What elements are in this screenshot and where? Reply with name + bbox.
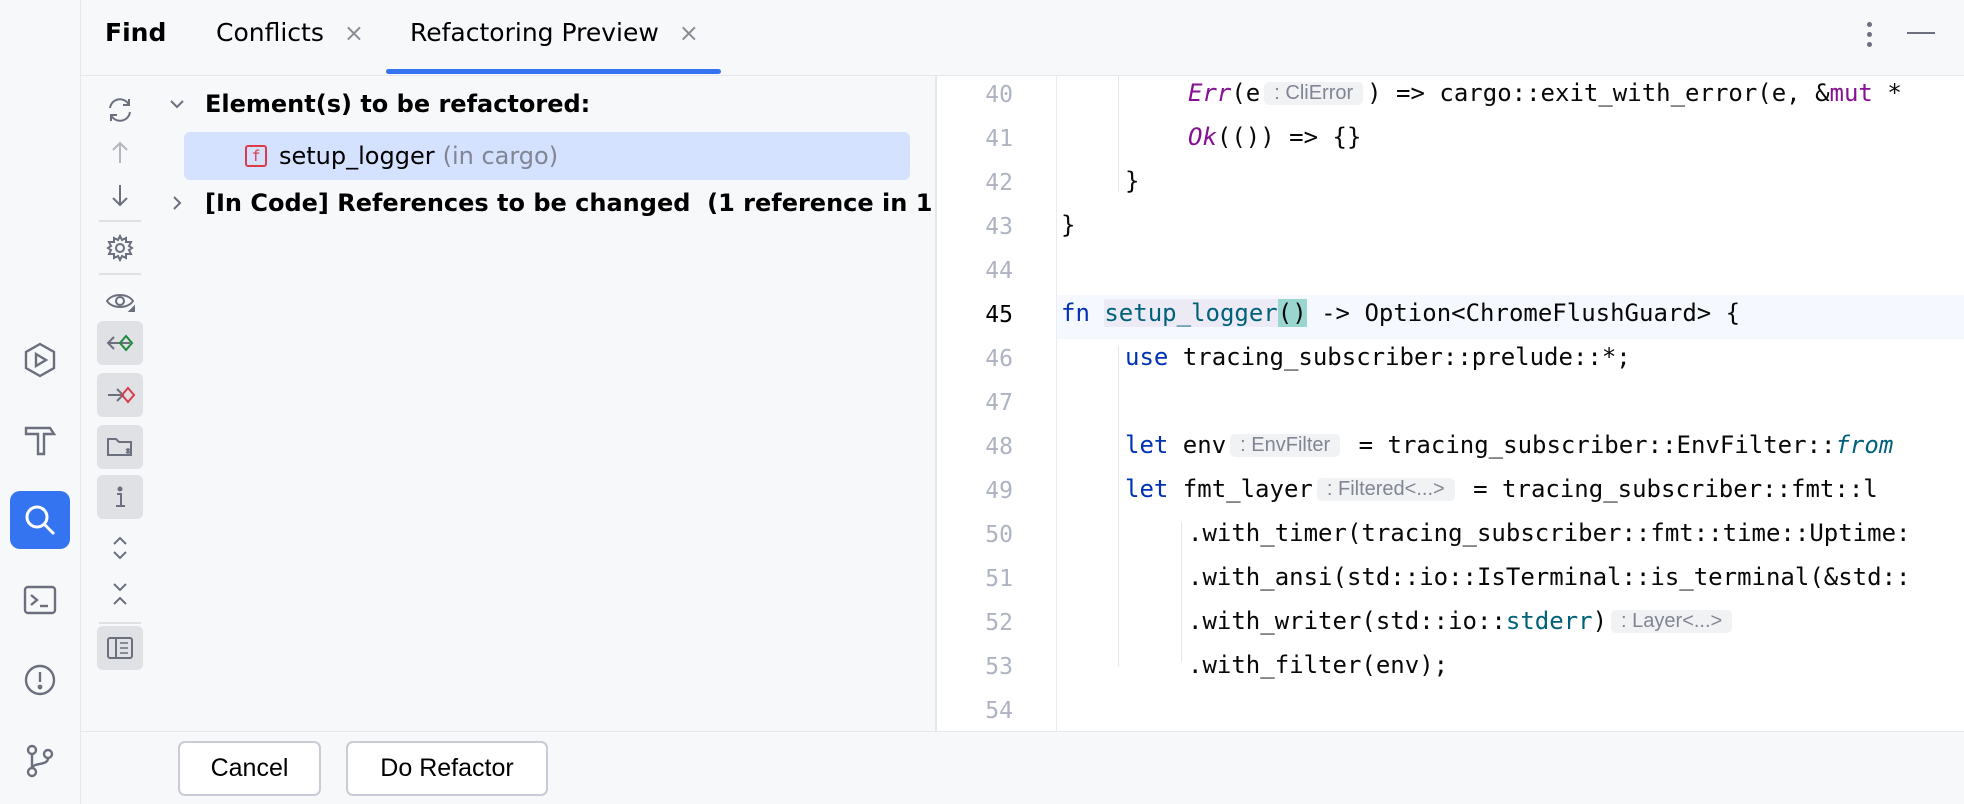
element-name: setup_logger	[279, 142, 435, 170]
rerun-icon[interactable]	[97, 88, 143, 132]
line-number-gutter	[937, 76, 1057, 731]
function-icon: f	[245, 145, 267, 167]
line-number: 48	[985, 434, 1013, 460]
selected-row-highlight	[184, 132, 910, 180]
show-write-access-icon[interactable]	[97, 373, 143, 417]
terminal-icon[interactable]	[10, 571, 70, 629]
tree-node-setup-logger[interactable]: f setup_logger (in cargo)	[245, 133, 558, 179]
code-line: .with_filter(env);	[1188, 651, 1449, 679]
code-line: use tracing_subscriber::prelude::*;	[1125, 343, 1631, 371]
line-number: 52	[985, 610, 1013, 636]
code-line: }	[1061, 211, 1076, 239]
find-title: Find	[105, 18, 167, 47]
activity-bar	[0, 0, 81, 804]
inlay-hint: : Layer<...>	[1611, 610, 1733, 633]
code-line: let env: EnvFilter = tracing_subscriber:…	[1125, 431, 1894, 459]
build-hammer-icon[interactable]	[10, 411, 70, 469]
chevron-right-icon[interactable]	[167, 193, 187, 213]
expand-all-icon[interactable]	[97, 526, 143, 570]
indent-guide	[1118, 346, 1119, 666]
line-number: 53	[985, 654, 1013, 680]
code-line: Err(e: CliError) => cargo::exit_with_err…	[1188, 79, 1902, 107]
previous-occurrence-icon[interactable]	[97, 131, 143, 175]
line-number: 49	[985, 478, 1013, 504]
git-icon[interactable]	[10, 731, 70, 789]
code-line: .with_ansi(std::io::IsTerminal::is_termi…	[1188, 563, 1911, 591]
code-line: let fmt_layer: Filtered<...> = tracing_s…	[1125, 475, 1878, 503]
line-number: 41	[985, 126, 1013, 152]
indent-guide	[1181, 522, 1182, 662]
collapse-all-icon[interactable]	[97, 572, 143, 616]
tree-node-label: Element(s) to be refactored:	[205, 90, 591, 118]
group-by-directory-icon[interactable]	[97, 425, 143, 469]
inlay-hint: : Filtered<...>	[1316, 478, 1455, 501]
minimize-icon[interactable]	[1907, 32, 1935, 34]
run-icon[interactable]	[10, 331, 70, 389]
line-number: 51	[985, 566, 1013, 592]
tree-node-elements[interactable]: Element(s) to be refactored:	[167, 81, 590, 127]
line-number: 47	[985, 390, 1013, 416]
code-line: .with_timer(tracing_subscriber::fmt::tim…	[1188, 519, 1911, 547]
tab-label: Refactoring Preview	[410, 18, 659, 47]
line-number: 50	[985, 522, 1013, 548]
code-line: .with_writer(std::io::stderr): Layer<...…	[1188, 607, 1736, 635]
chevron-down-icon[interactable]	[167, 94, 187, 114]
line-number: 40	[985, 82, 1013, 108]
find-icon[interactable]	[10, 491, 70, 549]
indent-guide	[1118, 76, 1119, 192]
tree-node-label: [In Code] References to be changed (1 re…	[205, 189, 995, 217]
problems-icon[interactable]	[10, 651, 70, 709]
toolbar-separator	[99, 622, 141, 624]
line-number: 54	[985, 698, 1013, 724]
dialog-button-bar: Cancel Do Refactor	[81, 731, 1964, 804]
tab-conflicts[interactable]: Conflicts ×	[216, 18, 364, 47]
toolbar-separator	[99, 273, 141, 275]
tree-node-references[interactable]: [In Code] References to be changed (1 re…	[167, 180, 994, 226]
code-preview-editor[interactable]: 40 41 42 43 44 45 46 47 48 49 50 51 52 5…	[937, 76, 1964, 731]
panel-splitter[interactable]	[935, 76, 937, 731]
line-number: 46	[985, 346, 1013, 372]
line-number: 42	[985, 170, 1013, 196]
code-line: Ok(()) => {}	[1188, 123, 1362, 151]
settings-icon[interactable]	[97, 226, 143, 270]
preview-icon[interactable]	[97, 279, 143, 323]
more-options-icon[interactable]	[1854, 16, 1884, 52]
inlay-hint: : EnvFilter	[1230, 434, 1341, 457]
cancel-button[interactable]: Cancel	[178, 741, 321, 796]
tab-label: Conflicts	[216, 18, 324, 47]
do-refactor-button[interactable]: Do Refactor	[346, 741, 548, 796]
line-number: 43	[985, 214, 1013, 240]
close-icon[interactable]: ×	[343, 18, 364, 47]
info-icon[interactable]	[97, 475, 143, 519]
active-tab-indicator	[386, 69, 721, 74]
close-icon[interactable]: ×	[678, 18, 699, 47]
show-preview-panel-icon[interactable]	[97, 626, 143, 670]
line-number-current: 45	[985, 302, 1013, 328]
code-line: }	[1125, 167, 1140, 195]
code-line-current: fn setup_logger() -> Option<ChromeFlushG…	[1061, 299, 1741, 327]
tool-window-header: Find Conflicts × Refactoring Preview ×	[81, 0, 1964, 76]
inlay-hint: : CliError	[1264, 82, 1364, 105]
matched-parens: ()	[1277, 299, 1307, 327]
toolbar-separator	[99, 220, 141, 222]
show-read-access-icon[interactable]	[97, 321, 143, 365]
tab-refactoring-preview[interactable]: Refactoring Preview ×	[410, 18, 699, 47]
refactoring-tree: Element(s) to be refactored: f setup_log…	[161, 76, 994, 731]
line-number: 44	[985, 258, 1013, 284]
function-name: setup_logger	[1104, 299, 1278, 327]
find-toolbar	[81, 76, 161, 731]
next-occurrence-icon[interactable]	[97, 173, 143, 217]
element-context: (in cargo)	[442, 142, 559, 170]
